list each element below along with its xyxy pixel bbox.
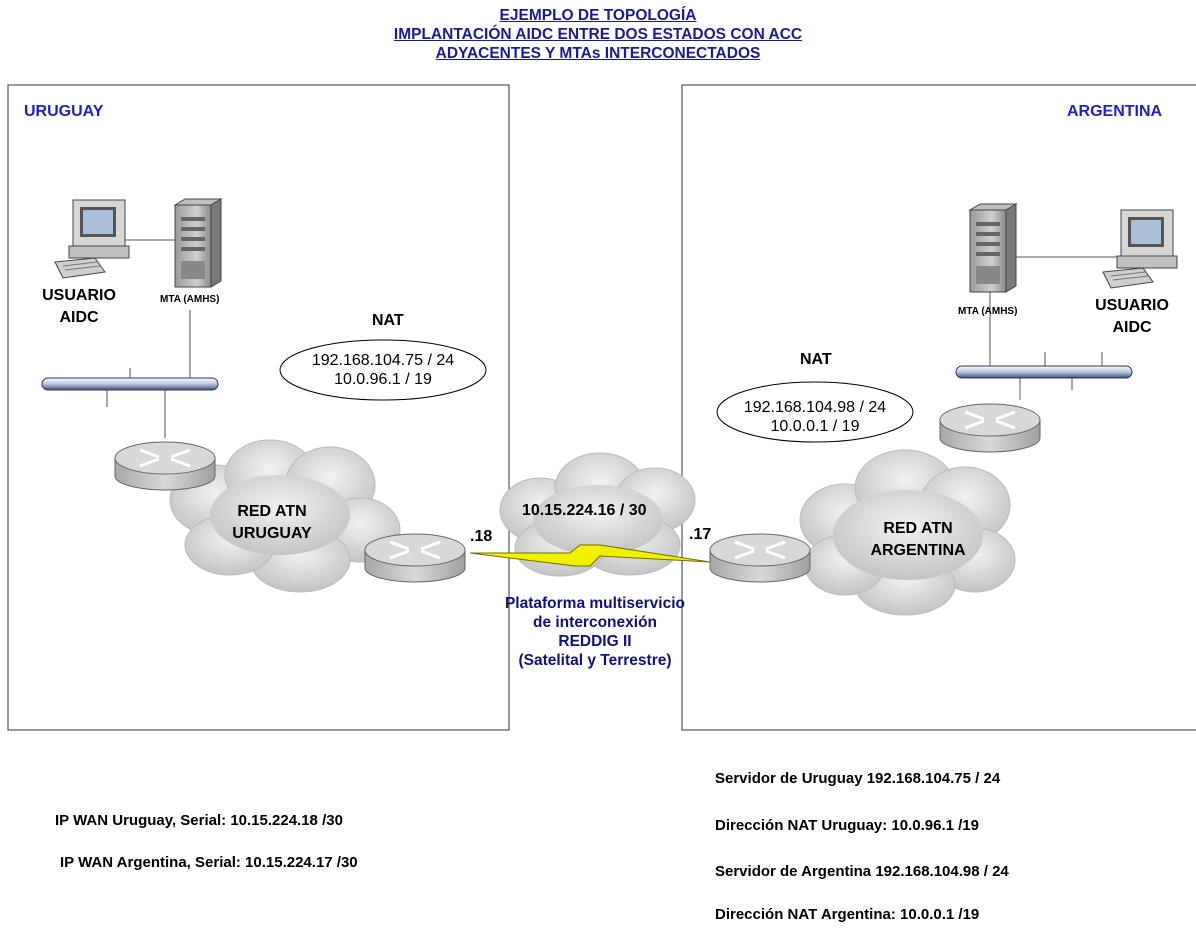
footer-wan-uruguay: IP WAN Uruguay, Serial: 10.15.224.18 /30 — [55, 812, 343, 829]
country-label-uruguay: URUGUAY — [24, 103, 104, 120]
nat-ip-uruguay-1: 192.168.104.75 / 24 — [311, 352, 455, 369]
lan-bus-argentina — [955, 365, 1133, 379]
mta-label-argentina: MTA (AMHS) — [958, 306, 1018, 317]
nat-ip-argentina-2: 10.0.0.1 / 19 — [770, 418, 860, 435]
user-label-uruguay-2: AIDC — [59, 309, 99, 326]
router-argentina-lan — [939, 403, 1041, 453]
platform-line-4: (Satelital y Terrestre) — [518, 652, 672, 669]
cloud-middle — [499, 452, 696, 577]
iface-label-argentina: .17 — [689, 526, 712, 543]
cloud-uruguay — [169, 439, 401, 593]
title-line-1: EJEMPLO DE TOPOLOGÍA — [499, 7, 697, 24]
nat-ellipse-uruguay — [279, 339, 487, 401]
nat-label-argentina: NAT — [800, 351, 832, 368]
platform-line-2: de interconexión — [532, 614, 658, 631]
mta-label-uruguay: MTA (AMHS) — [160, 294, 220, 305]
network-label-uruguay-2: URUGUAY — [232, 525, 312, 542]
lan-bus-uruguay — [41, 377, 219, 391]
title-line-3: ADYACENTES Y MTAs INTERCONECTADOS — [435, 45, 761, 62]
network-label-uruguay-1: RED ATN — [237, 503, 307, 520]
network-label-argentina-2: ARGENTINA — [870, 542, 966, 559]
server-icon-uruguay — [173, 198, 223, 288]
footer-server-argentina: Servidor de Argentina 192.168.104.98 / 2… — [715, 863, 1009, 880]
footer-nat-argentina: Dirección NAT Argentina: 10.0.0.1 /19 — [715, 906, 980, 923]
iface-label-uruguay: .18 — [470, 528, 493, 545]
user-label-argentina-2: AIDC — [1112, 319, 1152, 336]
platform-line-1: Plataforma multiservicio — [504, 595, 686, 612]
router-argentina-wan — [709, 533, 811, 583]
nat-ip-uruguay-2: 10.0.96.1 / 19 — [334, 371, 432, 388]
uruguay-box — [7, 84, 510, 731]
argentina-box — [681, 84, 1196, 731]
workstation-icon-argentina — [1102, 209, 1178, 289]
title-line-2: IMPLANTACIÓN AIDC ENTRE DOS ESTADOS CON … — [393, 26, 803, 43]
footer-wan-argentina: IP WAN Argentina, Serial: 10.15.224.17 /… — [60, 854, 358, 871]
router-uruguay-lan — [114, 441, 216, 491]
footer-server-uruguay: Servidor de Uruguay 192.168.104.75 / 24 — [715, 770, 1001, 787]
nat-label-uruguay: NAT — [372, 312, 404, 329]
nat-ellipse-argentina — [716, 381, 914, 443]
user-label-argentina-1: USUARIO — [1095, 297, 1169, 314]
router-uruguay-wan — [364, 533, 466, 583]
user-label-uruguay-1: USUARIO — [42, 287, 116, 304]
country-label-argentina: ARGENTINA — [1067, 103, 1163, 120]
cloud-argentina — [799, 449, 1016, 616]
server-icon-argentina — [968, 203, 1018, 293]
workstation-icon-uruguay — [54, 199, 130, 279]
nat-ip-argentina-1: 192.168.104.98 / 24 — [743, 399, 887, 416]
network-label-argentina-1: RED ATN — [883, 520, 953, 537]
link-subnet: 10.15.224.16 / 30 — [522, 502, 647, 519]
footer-nat-uruguay: Dirección NAT Uruguay: 10.0.96.1 /19 — [715, 817, 979, 834]
platform-line-3: REDDIG II — [558, 633, 632, 650]
